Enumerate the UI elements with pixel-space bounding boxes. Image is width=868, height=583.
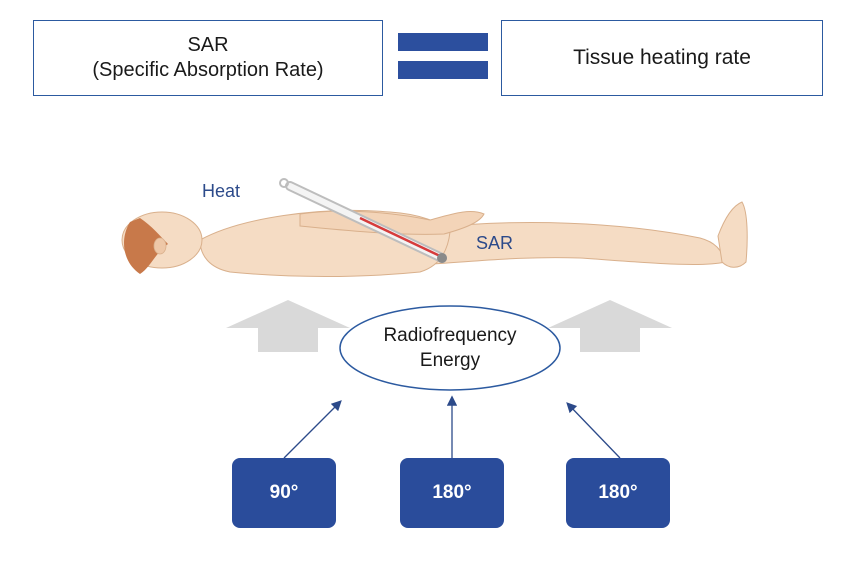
thermometer-icon [279,178,447,263]
pulse-180-box-1: 180° [400,458,504,528]
arrow-pulse-3 [566,402,621,459]
radiofrequency-energy-label: Radiofrequency Energy [340,314,560,384]
pulse-180-box-2: 180° [566,458,670,528]
sar-body-label: SAR [476,233,514,253]
sar-subtitle: (Specific Absorption Rate) [92,59,324,81]
pulse-90-box: 90° [232,458,336,528]
hair [124,218,168,274]
tissue-heating-label: Tissue heating rate [573,45,751,69]
energy-line-1: Radiofrequency [383,325,517,347]
equals-icon-lower-bar [398,61,488,79]
lying-person-illustration [121,201,748,277]
energy-line-2: Energy [419,350,481,371]
up-arrow-left [226,300,350,352]
sar-definition-box: SAR (Specific Absorption Rate) [33,20,383,96]
arrow-pulse-1 [283,400,342,459]
heat-label: Heat [202,181,241,201]
sar-title: SAR [187,34,229,56]
equals-icon [398,33,488,51]
radiofrequency-ellipse [339,305,561,391]
up-arrow-right [548,300,672,352]
tissue-heating-box: Tissue heating rate [501,20,823,96]
